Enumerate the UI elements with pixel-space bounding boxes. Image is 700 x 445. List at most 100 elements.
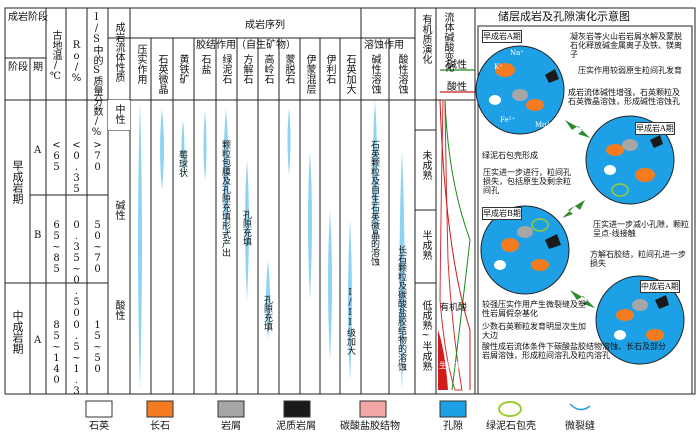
calcite-lens [245,160,249,300]
header-stage: 阶段 [8,62,28,73]
organic-acid-curve [439,99,463,391]
legend-carbonate-cement: 碳酸盐胶结物 [340,421,400,432]
schematic-stage-label-4: 中成岩A期 [640,280,680,293]
schematic-note-7: 方解石胶结，粒间孔进一步损失 [590,250,686,268]
legend-chlorite-coating: 绿泥石包壳 [486,421,536,432]
pyrite-lens [181,120,185,175]
dissolution-alkaline: 碱性溶蚀 [369,54,380,94]
ion-fe: Fe²⁺ [500,116,516,124]
acidbase-acidic: 酸性 [447,82,467,93]
organic-low-to-semi: 低成熟~半成熟 [420,300,431,371]
schematic-note-3: 成岩流体碱性增强，石英颗粒及石英微晶溶蚀，形成碱性溶蚀孔 [568,88,680,106]
mineral-calcite: 方解石 [241,54,252,84]
annotation-calcite: 孔隙充填 [241,210,251,246]
compaction-lens [138,102,142,390]
mineral-smectite: 蒙脱石 [283,54,294,84]
chlorite-lens [223,108,229,250]
early-b-ro: 0.35~0.50 [71,220,82,319]
early-b-is: 50~70 [92,220,103,275]
acid-dissolution-lens [399,150,405,390]
header-schematic-title: 储层成岩及孔隙演化示意图 [498,10,630,23]
mineral-quartz-overgrowth: 石英加大 [344,54,355,94]
schematic-note-9: 少数石英颗粒发育明显次生加大边 [482,322,586,340]
schematic-note-10: 酸性成岩流体条件下碳酸盐胶结物溶蚀、长石及部分岩屑溶蚀，形成粒间溶孔及粒内溶孔 [482,342,666,360]
dissolution-acid: 酸性溶蚀 [396,54,407,94]
mineral-illite-smectite: 伊蒙混层 [304,54,315,94]
fluid-acidic: 酸性 [113,300,124,320]
stage-early: 早成岩期 [11,160,24,204]
mineral-lenses [138,100,405,390]
schematic-note-8: 较强压实作用产生微裂缝及塑性岩屑假杂基化 [482,300,586,318]
period-early-a: A [34,145,42,156]
evolution-arrows [562,120,595,308]
mineral-halite: 石盐 [199,54,210,74]
header-diagenetic-stage: 成岩阶段 [8,12,48,23]
mineral-kaolinite: 高岭石 [262,54,273,84]
legend-mud-fragment: 泥质岩屑 [276,421,316,432]
mineral-illite: 伊利石 [324,54,335,84]
header-fluid-acid-base: 流体碱酸变化 [442,12,453,72]
schematic-note-2: 压实作用较弱原生粒间孔发育 [578,66,682,75]
halite-lens [203,110,207,180]
quartz-overgrowth-lens [348,220,352,380]
schematic-note-1: 凝灰岩等火山岩岩屑水解及蒙脱石化释放碱金属离子及铁、镁离子 [570,32,682,59]
early-b-temp: 65~85 [51,220,62,275]
early-a-temp: <65 [51,140,62,173]
stage-middle: 中成岩期 [11,310,24,354]
annotation-chlorite: 颗粒包膜及孔隙充填形式产出 [220,140,230,257]
stage-circle-2 [585,115,675,205]
schematic-note-5: 压实进一步进行，粒间孔损失，包括原生及剩余粒间孔 [483,168,571,195]
alkaline-dissolution-lens [372,100,378,260]
header-compaction: 压实作用 [135,44,146,84]
period-middle-a: A [34,335,42,346]
hydrocarbon-window-label: 生油窗 [439,361,463,370]
mineral-pyrite: 黄铁矿 [177,54,188,84]
schematic-stage-label-2: 早成岩A期 [635,122,675,135]
annotation-quartz-overgrowth: I/II级加大 [345,288,355,355]
schematic-stage-label-1: 早成岩A期 [482,30,522,43]
schematic-note-6: 压实进一步减小孔隙，颗粒呈点-线接触 [593,220,689,238]
annotation-kaolinite: 孔隙充填 [262,295,272,331]
organic-immature: 未成熟 [420,150,431,180]
acidic-curve [439,99,471,390]
early-a-is: >70 [92,140,103,173]
schematic-stage-label-3: 早成岩B期 [482,207,522,220]
period-early-b: B [34,230,42,241]
annotation-alkaline-dissolution: 石英颗粒及自生石英微晶的溶蚀 [369,140,379,266]
header-diagenetic-sequence: 成岩序列 [245,20,285,31]
middle-a-is: 15~50 [92,320,103,375]
header-is-ratio: I/S中的S质量分数/% [91,12,102,138]
quartz-microcrystal-lens [160,108,164,190]
early-a-ro: <0.35 [71,140,82,195]
kaolinite-lens [266,260,270,340]
middle-a-temp: 85~140 [51,320,62,386]
header-dissolution: 溶蚀作用 [364,40,404,51]
legend-microfracture: 微裂缝 [565,421,595,432]
header-ro: Ro/% [71,40,82,84]
organic-semi-mature: 半成熟 [420,230,431,260]
legend-rock-fragment: 岩屑 [221,421,241,432]
smectite-lens [287,108,291,175]
schematic-note-4: 绿泥石包壳形成 [482,151,538,160]
annotation-pyrite: 莓球状 [177,150,187,177]
annotation-acid-dissolution: 长石颗粒及碳酸盐胶结物的溶蚀 [396,245,406,371]
legend-swatches [85,400,591,418]
illite-smectite-lens [308,150,312,300]
header-fluid-nature: 成岩流体性质 [113,22,124,82]
header-organic-evolution: 有机质演化 [420,14,431,64]
organic-acid-label: 有机酸 [440,303,468,313]
legend-feldspar: 长石 [150,421,170,432]
alkaline-curve [444,99,471,391]
mineral-chlorite: 绿泥石 [220,54,231,84]
mineral-quartz-microcrystal: 石英微晶 [156,54,167,94]
header-paleo-temp: 古地温/℃ [50,30,61,82]
fluid-neutral: 中性 [113,104,124,124]
header-period: 期 [33,62,43,73]
ion-k: K⁺ [494,63,503,71]
legend-pore: 孔隙 [443,421,463,432]
middle-a-ro: 0.5~1.3 [71,320,82,397]
ion-mg: Mg²⁺ [535,121,554,129]
acidbase-alkaline: 碱性 [447,60,467,71]
legend-quartz: 石英 [89,421,109,432]
